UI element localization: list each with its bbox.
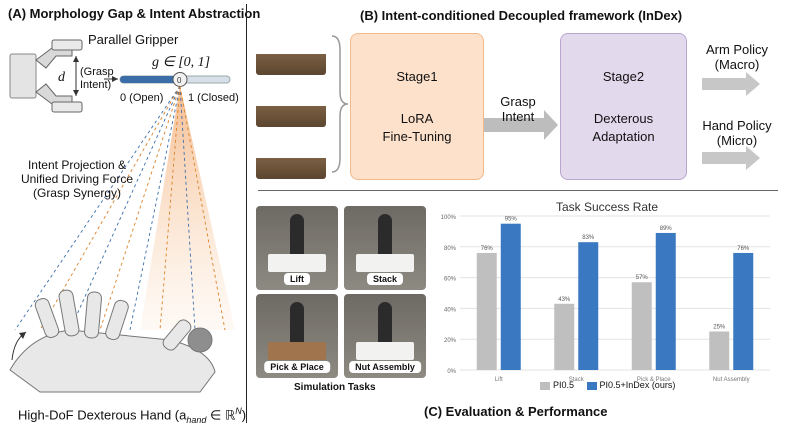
bar-baseline [476, 252, 497, 370]
bar-ours [733, 252, 754, 370]
stage2-title: Stage2 [602, 68, 645, 84]
data-label: 95% [505, 217, 518, 223]
data-label: 43% [558, 297, 571, 303]
hand-caption-text: High-DoF Dexterous Hand (a [18, 407, 187, 423]
projection-lines [14, 85, 226, 331]
bar-baseline [554, 303, 575, 370]
d-symbol: d [58, 70, 65, 85]
x-tick-label: Lift [495, 377, 503, 383]
y-tick-label: 40% [444, 307, 457, 313]
sim-task-label: Stack [366, 273, 404, 285]
stage1-line1: LoRA [400, 110, 434, 126]
sim-task-label: Pick & Place [264, 361, 330, 373]
y-tick-label: 80% [444, 246, 457, 252]
g-formula: g ∈ [0, 1] [152, 55, 211, 70]
bar-ours [578, 242, 599, 370]
panel-a-illustration: 0 [9, 39, 235, 393]
open-label: 0 (Open) [120, 92, 164, 104]
stage1-box: Stage1 LoRA Fine-Tuning [350, 33, 484, 180]
sim-task-label: Lift [284, 273, 310, 285]
y-tick-label: 100% [441, 215, 457, 221]
legend-ours: PI0.5+InDex (ours) [599, 380, 676, 390]
hand-caption: High-DoF Dexterous Hand (ahand ∈ ℝN) [18, 406, 246, 425]
sim-task-stack: Stack [344, 206, 426, 290]
projection-line2: Unified Driving Force [20, 172, 134, 186]
hand-caption-sub: hand [186, 414, 207, 425]
arm-policy-label: Arm Policy (Macro) [694, 42, 780, 72]
stage1-line2: Fine-Tuning [382, 128, 452, 144]
sim-task-nut-assembly: Nut Assembly [344, 294, 426, 378]
data-label: 57% [636, 275, 649, 281]
hand-policy-label: Hand Policy (Micro) [692, 118, 782, 148]
hand-caption-rest: ∈ ℝ [206, 407, 236, 423]
success-rate-chart: 0% 20% 40% 60% 80% 100% 76% 95% Lift 43% 83% Stack 5… [441, 215, 770, 383]
grasp-intent-label: (Grasp Intent) [80, 66, 114, 92]
connectors [331, 35, 760, 173]
grasp-intent-arrow [484, 110, 558, 140]
arm-policy-line2: (Macro) [714, 57, 760, 72]
hand-policy-arrow [702, 146, 760, 170]
hand-caption-end: ) [241, 407, 247, 423]
sim-task-lift: Lift [256, 206, 338, 290]
data-label: 76% [737, 246, 750, 252]
grasp-intent-line2: Intent) [80, 79, 112, 91]
hand-caption-sup: N [235, 406, 242, 416]
vertical-divider [246, 4, 247, 423]
sim-caption: Simulation Tasks [294, 382, 376, 393]
y-tick-label: 60% [444, 277, 457, 283]
x-tick-label: Nut Assembly [713, 377, 750, 383]
legend-baseline: PI0.5 [553, 380, 575, 390]
panel-c-title: (C) Evaluation & Performance [424, 404, 608, 419]
grasp-intent-line1: (Grasp [80, 66, 114, 78]
arm-policy-line1: Arm Policy [705, 42, 769, 57]
gripper-label: Parallel Gripper [88, 32, 179, 47]
gripper-icon [9, 39, 83, 113]
stage1-title: Stage1 [396, 68, 438, 84]
horizontal-divider [258, 190, 778, 191]
data-label: 76% [481, 246, 494, 252]
bar-ours [655, 232, 676, 370]
legend-swatch-baseline [540, 381, 550, 390]
x-tick-label: Stack [569, 377, 585, 383]
bar-baseline [631, 282, 652, 370]
grasp-intent-b-line1: Grasp [500, 94, 536, 109]
scene-thumbnail-1 [256, 33, 326, 75]
bar-baseline [709, 331, 730, 370]
data-label: 25% [713, 325, 726, 331]
closed-label: 1 (Closed) [188, 92, 239, 104]
svg-text:0: 0 [177, 76, 182, 85]
y-tick-label: 20% [444, 338, 457, 344]
bar-ours [500, 223, 521, 370]
panel-b-title: (B) Intent-conditioned Decoupled framewo… [360, 8, 683, 23]
data-label: 83% [582, 235, 595, 241]
sim-task-label: Nut Assembly [349, 361, 421, 373]
projection-line3: (Grasp Synergy) [32, 186, 122, 200]
arm-policy-arrow [702, 72, 760, 96]
data-label: 89% [660, 226, 673, 232]
grasp-intent-b-line2: Intent [501, 109, 535, 124]
grasp-intent-box-label: Grasp Intent [490, 94, 546, 124]
x-tick-label: Pick & Place [637, 377, 671, 383]
stage2-box: Stage2 Dexterous Adaptation [560, 33, 687, 180]
hand-policy-line2: (Micro) [716, 133, 758, 148]
panel-a-title: (A) Morphology Gap & Intent Abstraction [8, 6, 261, 21]
chart-legend: PI0.5 PI0.5+InDex (ours) [540, 380, 675, 390]
scene-thumbnail-2 [256, 85, 326, 127]
y-tick-label: 0% [447, 369, 456, 375]
chart-title: Task Success Rate [556, 200, 659, 214]
projection-label: Intent Projection & Unified Driving Forc… [12, 158, 142, 200]
hand-policy-line1: Hand Policy [702, 118, 772, 133]
legend-swatch-ours [586, 381, 597, 390]
projection-line1: Intent Projection & [27, 158, 127, 172]
scene-thumbnail-3 [256, 137, 326, 179]
stage2-line2: Adaptation [592, 128, 655, 144]
dexterous-hand-icon [9, 289, 216, 393]
stage2-line1: Dexterous [593, 110, 654, 126]
sim-task-pick-place: Pick & Place [256, 294, 338, 378]
